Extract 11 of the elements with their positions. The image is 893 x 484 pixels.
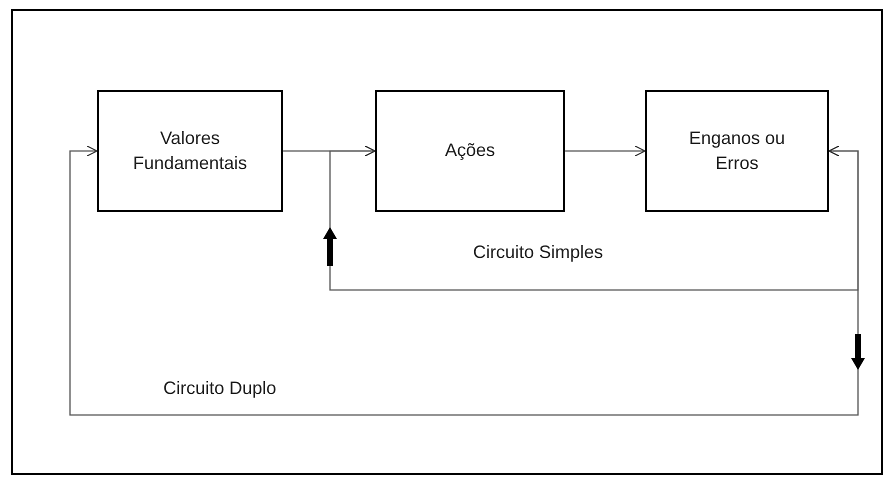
process-box [645,90,829,212]
arrow [565,145,646,157]
process-box [97,90,283,212]
arrow [69,145,859,416]
process-box [375,90,565,212]
box-label: Enganos ou Erros [688,126,786,175]
arrow [329,145,859,291]
box-label: Valores Fundamentais [132,126,248,175]
box-label: Ações [444,139,496,162]
edge-label: Circuito Duplo [161,378,278,399]
edge-label: Circuito Simples [471,242,606,263]
